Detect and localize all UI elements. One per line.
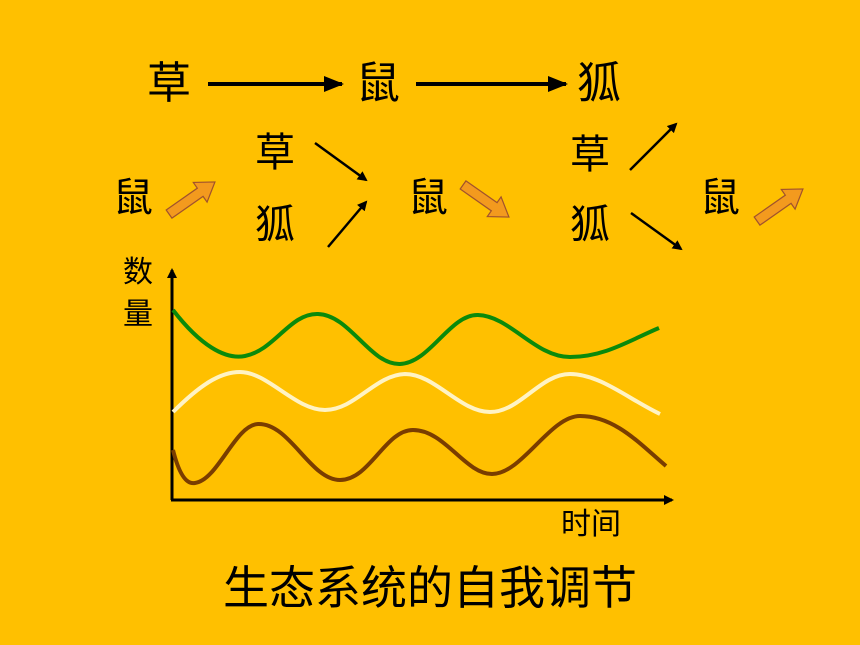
arrow-grass1-down — [314, 141, 368, 182]
curve-top — [171, 308, 660, 367]
curve-middle — [171, 369, 661, 416]
cycle-mouse-3: 鼠 — [700, 175, 740, 221]
page-title: 生态系统的自我调节 — [223, 561, 637, 615]
x-axis-label: 时间 — [561, 507, 621, 542]
arrow-fox2-down — [630, 211, 683, 251]
y-axis-label-2: 量 — [123, 297, 153, 332]
cycle-mouse-2: 鼠 — [408, 175, 448, 221]
cycle-mouse-1: 鼠 — [113, 175, 153, 221]
y-axis-label-1: 数 — [123, 255, 153, 290]
orange-arrow-down — [459, 180, 510, 218]
cycle-fox-1: 狐 — [255, 202, 295, 248]
arrow-fox1-up — [327, 200, 368, 248]
chain-mouse: 鼠 — [356, 58, 400, 109]
cycle-grass-2: 草 — [570, 132, 610, 178]
chain-grass: 草 — [147, 58, 191, 109]
cycle-grass-1: 草 — [255, 130, 295, 176]
curve-bottom — [171, 413, 668, 486]
cycle-fox-2: 狐 — [570, 202, 610, 248]
orange-arrow-up-1 — [165, 181, 216, 219]
orange-arrow-up-2 — [753, 188, 804, 226]
arrow-grass2-up — [629, 122, 678, 171]
chain-fox: 狐 — [577, 58, 621, 109]
